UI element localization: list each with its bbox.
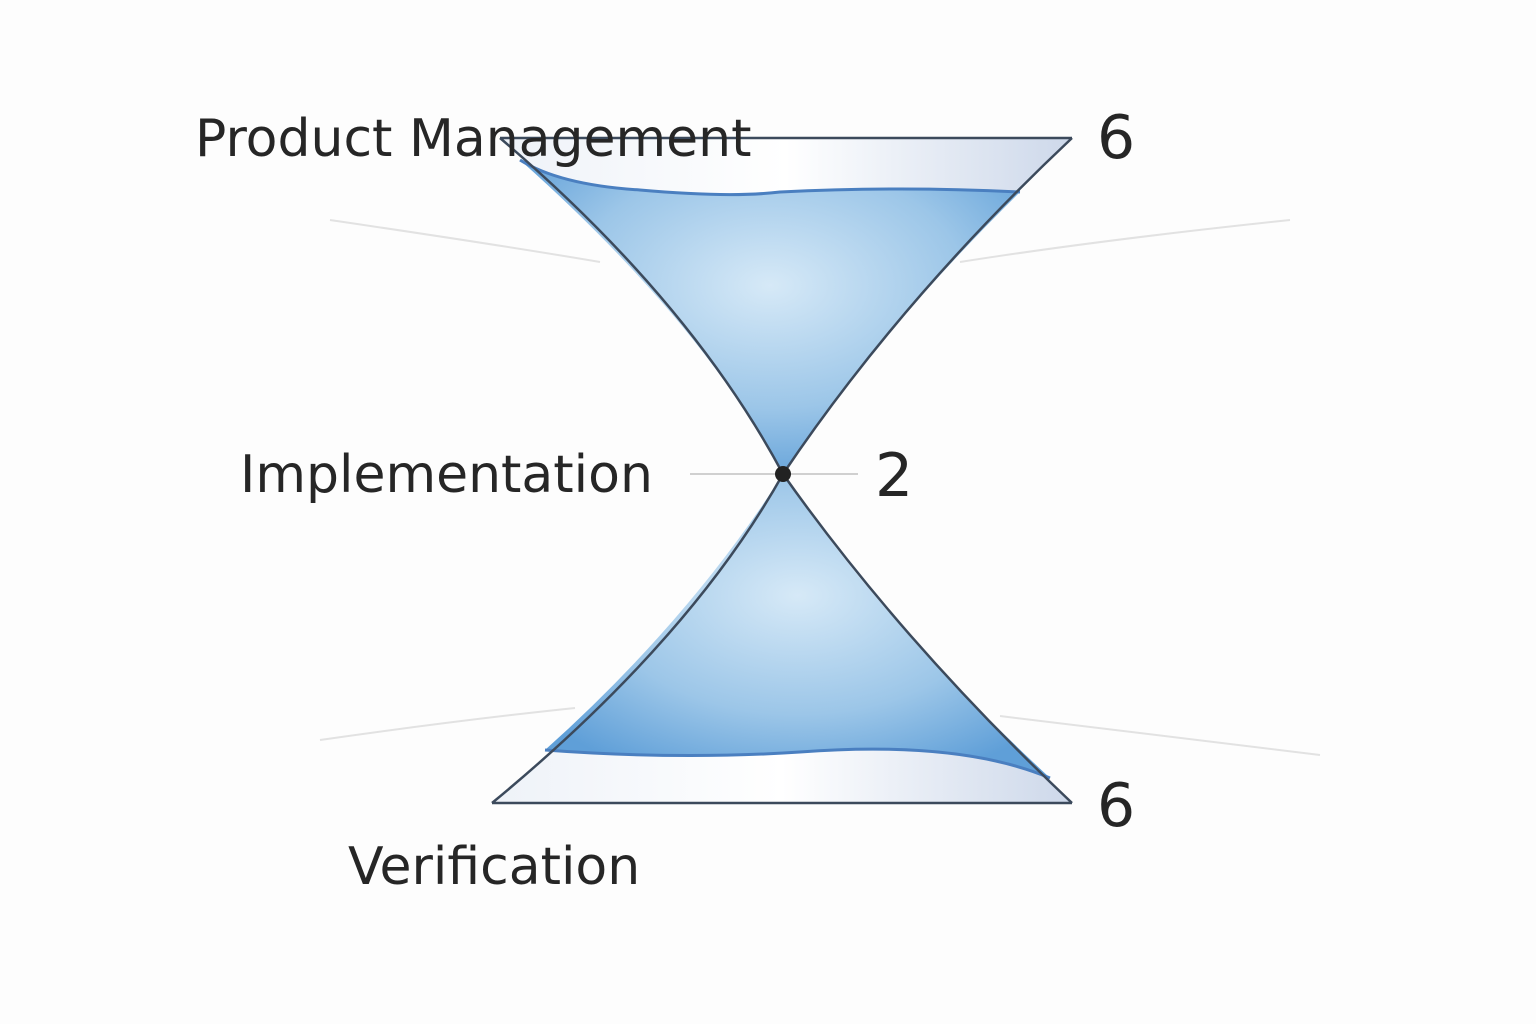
label-verification: Verification: [348, 837, 640, 897]
segment-product-management: [499, 136, 1073, 477]
segment-verification: [491, 471, 1073, 805]
liquid-fill-bottom: [545, 474, 1050, 778]
label-implementation: Implementation: [240, 445, 653, 505]
implementation-point: [775, 466, 791, 482]
value-product-management: 6: [1097, 103, 1135, 173]
value-verification: 6: [1097, 771, 1135, 841]
label-product-management: Product Management: [195, 109, 752, 169]
liquid-fill-top: [520, 160, 1020, 474]
value-implementation: 2: [875, 441, 913, 511]
